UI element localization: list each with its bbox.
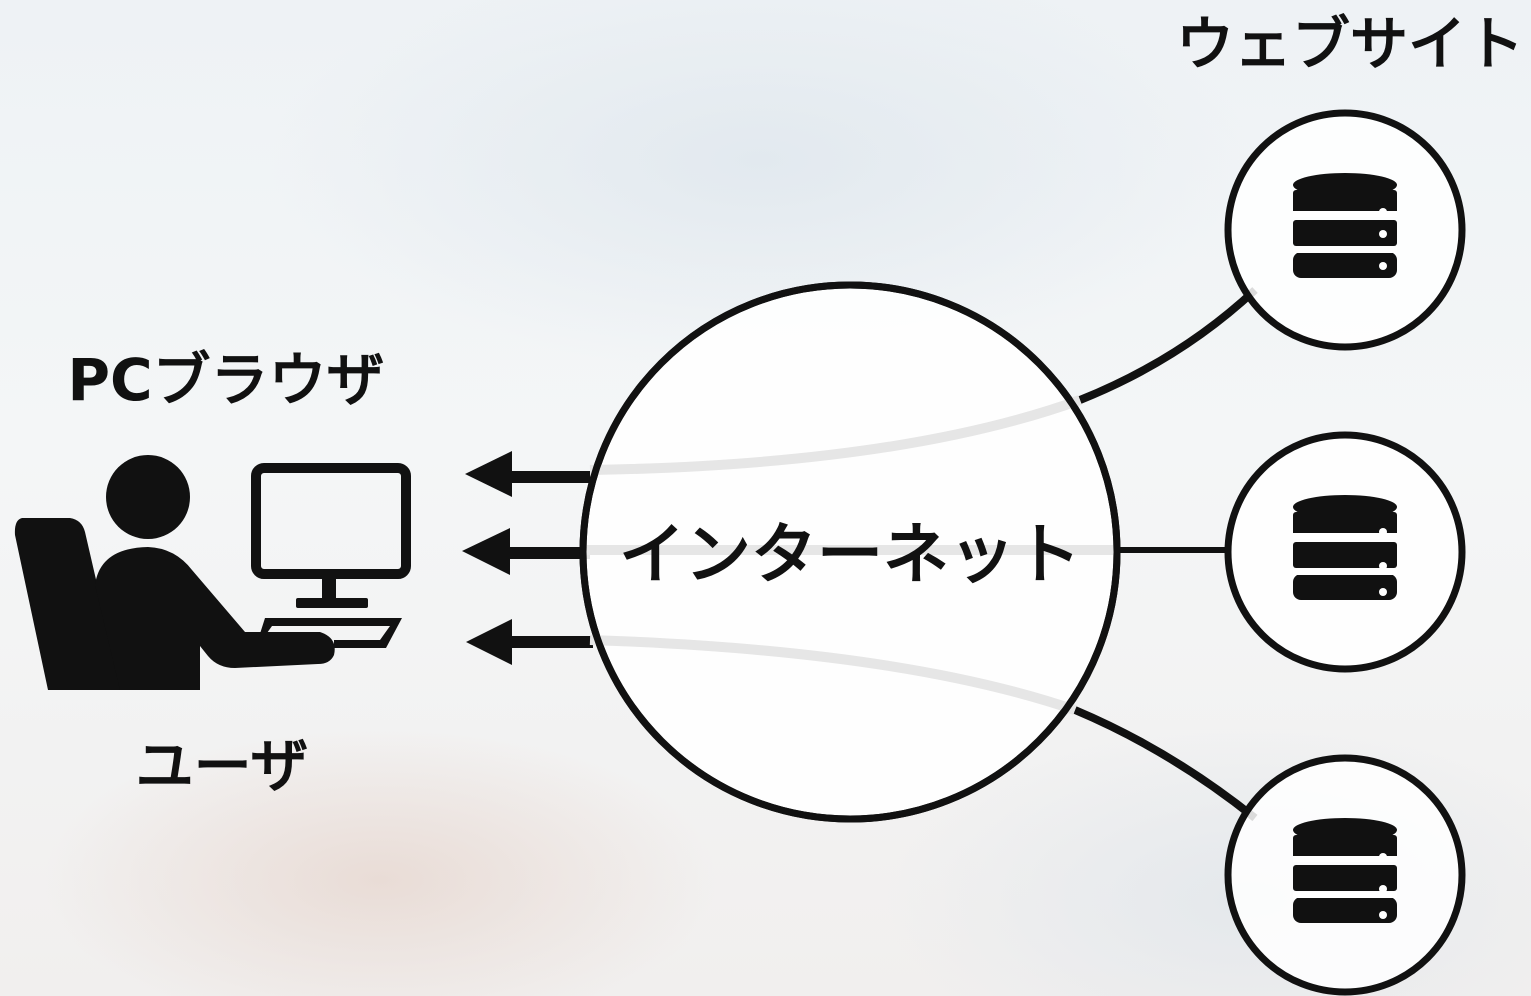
keyboard: [258, 618, 402, 648]
pc-browser-label: PCブラウザ: [67, 346, 384, 414]
server-node-bottom: [1224, 754, 1466, 996]
monitor-stand: [296, 598, 368, 608]
internet-circle-outline: [579, 281, 1121, 823]
user-body: [95, 547, 335, 690]
user-head: [106, 455, 190, 539]
monitor-neck: [322, 574, 336, 600]
separator: [1293, 533, 1397, 539]
user-at-computer-icon: [14, 455, 411, 690]
arrows: [462, 451, 593, 665]
websites-label: ウェブサイト: [1176, 10, 1524, 78]
database-server-icon: [1293, 495, 1397, 600]
faint-route-inner-bottom: [589, 635, 1077, 715]
database-server-icon: [1293, 818, 1397, 923]
arrow-left-icon: [466, 619, 593, 665]
internet-label: インターネット: [619, 516, 1081, 593]
server-connections: [1073, 287, 1258, 822]
database-server-icon: [1293, 173, 1397, 278]
separator: [1293, 247, 1397, 253]
connection-top-server: [1078, 287, 1258, 404]
separator: [1293, 211, 1397, 217]
faint-routes-inner: [587, 395, 1113, 715]
server-node-top: [1224, 109, 1466, 351]
monitor: [251, 463, 411, 579]
separator: [1293, 892, 1397, 898]
faint-route-inner-top: [589, 395, 1082, 475]
user-label: ユーザ: [136, 732, 309, 800]
server-layer-separators: [1293, 211, 1397, 898]
separator: [1293, 856, 1397, 862]
arrow-left-icon: [465, 451, 590, 497]
connection-bottom-server: [1073, 706, 1258, 822]
server-node-middle: [1224, 431, 1466, 673]
arrow-left-icon: [462, 528, 590, 575]
separator: [1293, 569, 1397, 575]
